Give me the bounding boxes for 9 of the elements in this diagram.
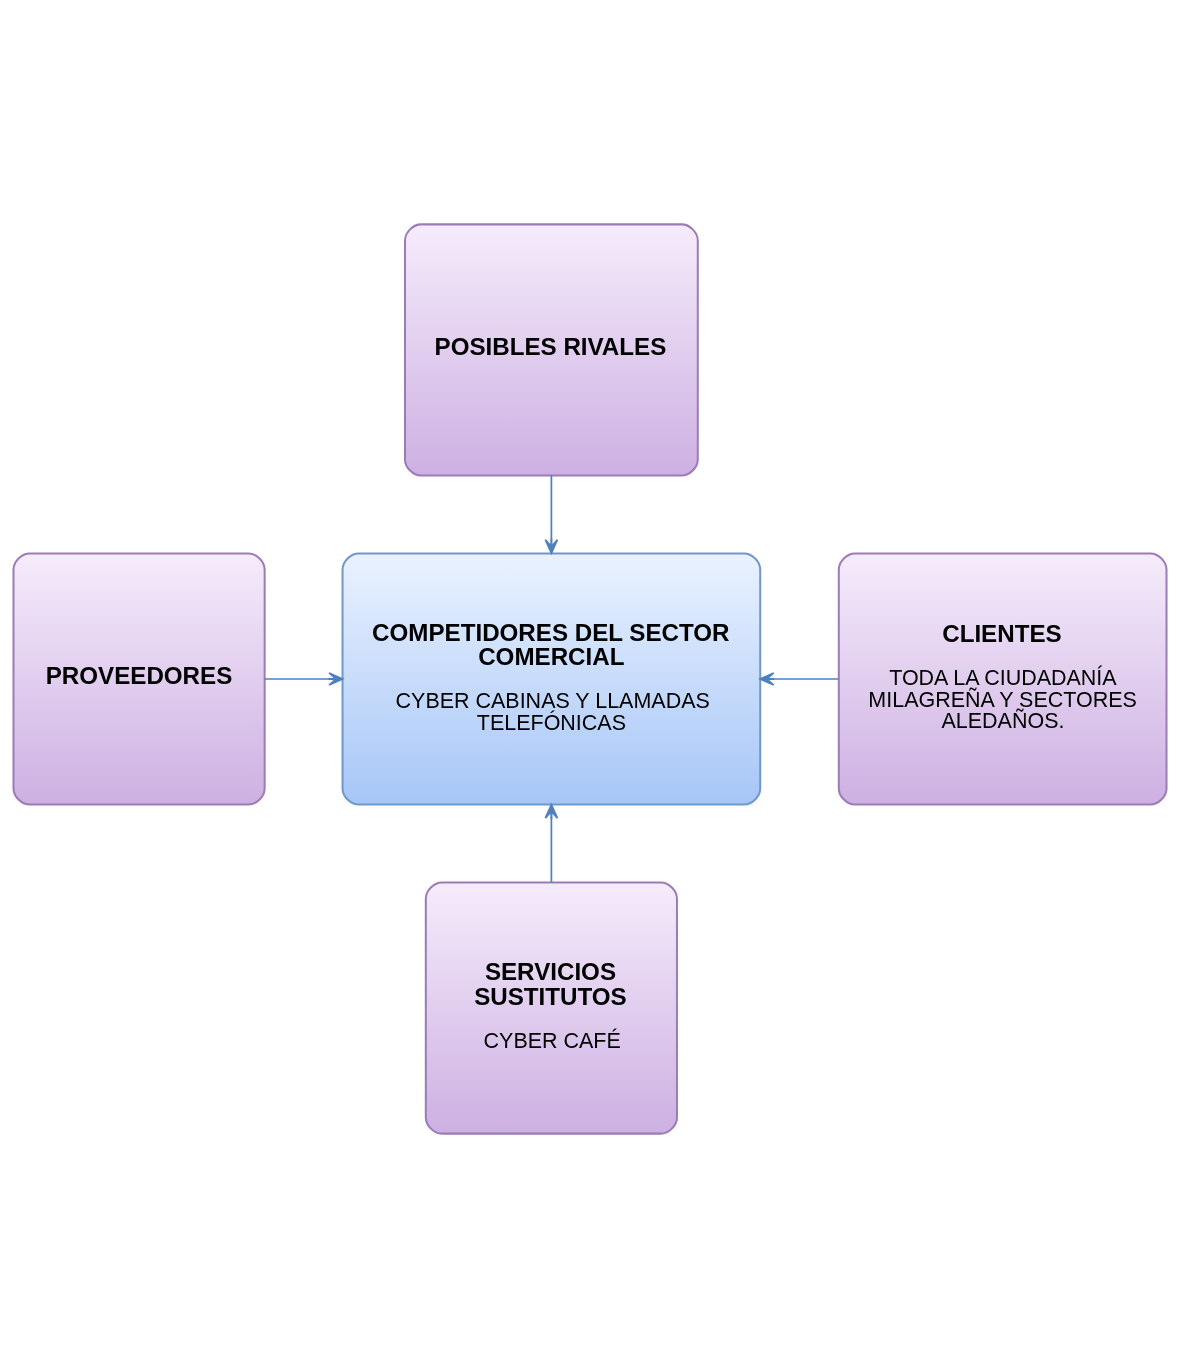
node-box: CLIENTES TODA LA CIUDADANÍA MILAGREÑA Y SECTORES ALEDAÑOS. — [837, 552, 1168, 806]
node-box: SERVICIOS SUSTITUTOS CYBER CAFÉ — [424, 881, 678, 1135]
arrow — [759, 672, 840, 686]
arrow — [544, 474, 559, 554]
arrow — [263, 672, 344, 686]
node-box: POSIBLES RIVALES — [404, 223, 699, 477]
node-box: PROVEEDORES — [12, 552, 266, 806]
arrow — [544, 803, 559, 884]
node-box: COMPETIDORES DEL SECTOR COMERCIAL CYBER CABINAS Y LLAMADAS TELEFÓNICAS — [341, 552, 762, 806]
